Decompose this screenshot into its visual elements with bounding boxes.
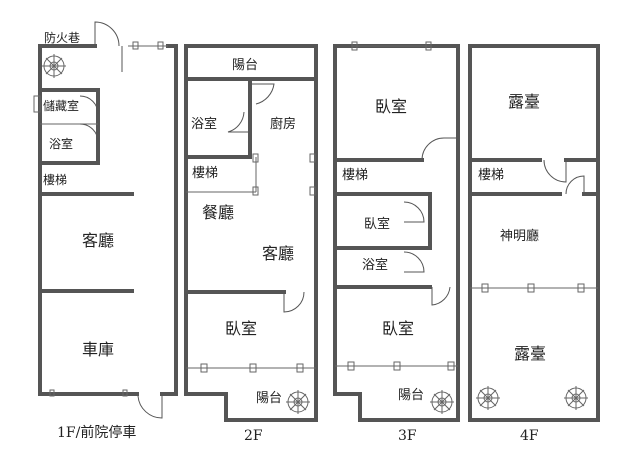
f3-stairs-label: 樓梯: [342, 168, 369, 183]
floor-1-caption: 1F/前院停車: [57, 425, 137, 441]
f4-stairs-label: 樓梯: [478, 168, 505, 183]
f4-shrine-room-label: 神明廳: [500, 229, 540, 244]
f2-bathroom-label: 浴室: [191, 117, 218, 132]
f1-garage-label: 車庫: [82, 340, 115, 359]
floor-4-flower-left: [476, 386, 500, 410]
f3-bathroom-label: 浴室: [362, 258, 389, 273]
f4-terrace-bottom-label: 露臺: [514, 344, 547, 363]
f2-balcony-bottom-label: 陽台: [256, 391, 283, 406]
f2-living-room-label: 客廳: [262, 244, 295, 263]
f3-balcony-label: 陽台: [398, 388, 425, 403]
fire-lane-label: 防火巷: [44, 31, 81, 45]
floor-2-caption: 2F: [244, 428, 263, 444]
f1-storage-room-label: 儲藏室: [43, 99, 80, 113]
f1-stairs-label: 樓梯: [43, 173, 68, 187]
floor-4-flower-right: [564, 386, 588, 410]
floor-4-walls: [468, 44, 600, 422]
floor-1-walls: [33, 41, 178, 397]
f2-kitchen-label: 廚房: [270, 117, 297, 132]
f1-living-room-label: 客廳: [82, 231, 115, 250]
floor-2-walls: [184, 44, 318, 422]
f2-stairs-label: 樓梯: [192, 166, 219, 181]
floor-4-caption: 4F: [520, 428, 539, 444]
f3-bedroom-mid-label: 臥室: [364, 217, 391, 232]
floor-2-flower: [286, 390, 310, 414]
f1-bathroom-label: 浴室: [49, 137, 74, 151]
floor-3-walls: [333, 41, 460, 422]
floor-2-doors: [227, 83, 305, 313]
floor-1-doors: [79, 21, 163, 419]
floor-4-doors: [543, 159, 585, 195]
f2-bedroom-label: 臥室: [225, 319, 258, 338]
f2-dining-room-label: 餐廳: [202, 203, 235, 222]
floor-3-caption: 3F: [398, 428, 417, 444]
floor-3-flower: [430, 390, 454, 414]
f3-bedroom-bottom-label: 臥室: [382, 319, 415, 338]
f3-bedroom-top-label: 臥室: [375, 97, 408, 116]
floor-3-doors: [403, 137, 458, 306]
floor-1-flower: [42, 54, 66, 78]
f4-terrace-top-label: 露臺: [508, 92, 541, 111]
f2-balcony-top-label: 陽台: [232, 58, 259, 73]
